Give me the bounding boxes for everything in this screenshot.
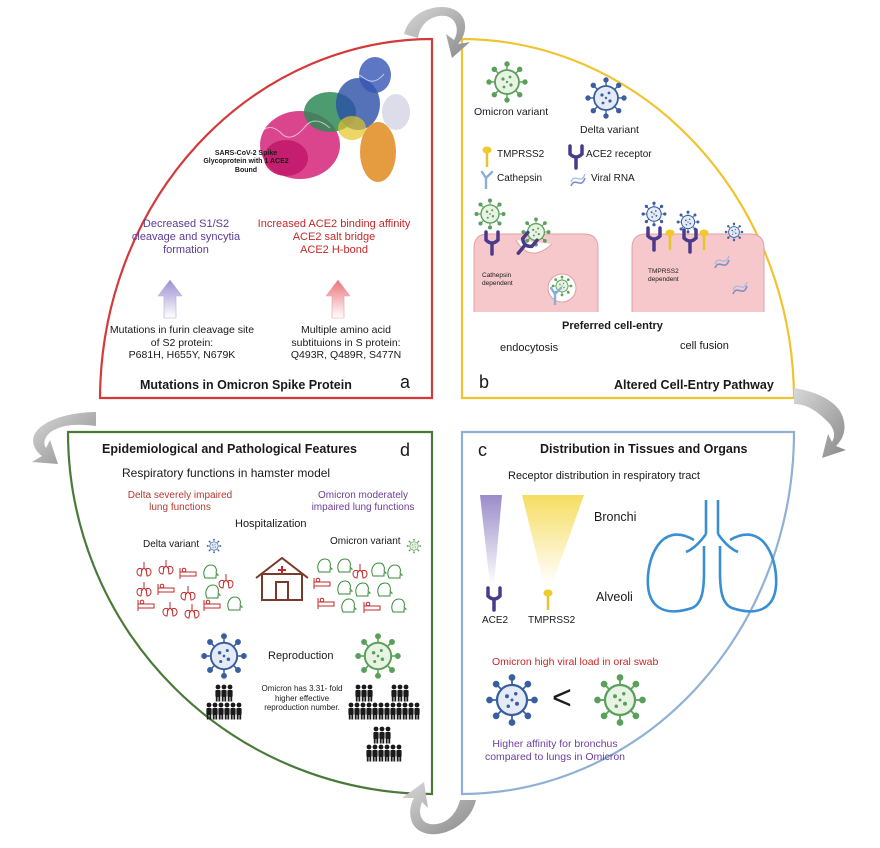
quadrant-b-letter: b: [479, 372, 490, 392]
quadrant-c-title: Distribution in Tissues and Organs: [540, 442, 748, 456]
cycle-arrow-bottom: [402, 782, 476, 835]
omicron-variant-d-label: Omicron variant: [330, 536, 401, 547]
ace2-label: ACE2: [482, 615, 509, 626]
cathepsin-dependent-label: Cathepsin dependent: [482, 272, 513, 287]
cathepsin-legend-icon: [480, 170, 494, 191]
quadrant-a-title: Mutations in Omicron Spike Protein: [140, 378, 352, 392]
reproduction-number-note: Omicron has 3.31- fold higher effective …: [261, 684, 343, 713]
omicron-virus-icon: [486, 61, 528, 103]
preferred-cell-entry-label: Preferred cell-entry: [562, 320, 663, 332]
delta-population-icons: [206, 685, 241, 720]
quadrant-b-frame: [460, 37, 796, 400]
quadrant-b-title: Altered Cell-Entry Pathway: [614, 378, 774, 392]
delta-lung-impact-text: Delta severely impaired lung functions: [127, 490, 233, 513]
cell-fusion-label: cell fusion: [680, 340, 729, 352]
tmprss2-legend-icon: [481, 145, 493, 169]
bronchus-affinity-text: Higher affinity for bronchus compared to…: [484, 738, 626, 763]
furin-mutations-text: Mutations in furin cleavage site of S2 p…: [109, 324, 255, 362]
viral-rna-legend-icon: [570, 173, 586, 187]
cycle-arrow-right: [794, 388, 846, 458]
reproduction-label: Reproduction: [268, 650, 334, 662]
omicron-lung-impact-text: Omicron moderately impaired lung functio…: [311, 490, 415, 513]
omicron-virus-comparison-icon: [593, 673, 647, 727]
hospital-icon: [255, 556, 309, 601]
tmprss2-legend-label: TMPRSS2: [497, 149, 545, 160]
less-than-symbol: <: [552, 679, 572, 717]
omicron-variant-label: Omicron variant: [474, 106, 549, 118]
quadrant-d-frame: [66, 430, 434, 796]
tmprss2-label: TMPRSS2: [528, 615, 576, 626]
delta-virus-comparison-icon: [485, 673, 539, 727]
cycle-arrow-top: [404, 7, 470, 58]
cell-fusion-cell: [631, 233, 765, 312]
quadrant-d-letter: d: [400, 440, 411, 460]
lungs-icon: [646, 500, 778, 613]
alveoli-label: Alveoli: [596, 590, 633, 604]
furin-effect-text: Decreased S1/S2 cleavage and syncytia fo…: [131, 218, 241, 257]
ace2-gradient-wedge: [480, 495, 502, 585]
viral-load-text: Omicron high viral load in oral swab: [492, 656, 659, 668]
quadrant-a-letter: a: [400, 372, 411, 392]
viral-rna-legend-label: Viral RNA: [591, 173, 635, 184]
bronchi-label: Bronchi: [594, 510, 637, 524]
tmprss2-receptor-icon: [542, 588, 554, 612]
ace2-binding-effect-text: Increased ACE2 binding affinity ACE2 sal…: [257, 218, 411, 257]
quadrant-c-letter: c: [478, 440, 487, 460]
delta-reproduction-virus-icon: [201, 633, 247, 679]
delta-small-virus-icon: [206, 538, 222, 554]
right-effect-arrow: [325, 279, 351, 319]
delta-variant-label: Delta variant: [580, 124, 639, 136]
ace2-legend-icon: [568, 144, 584, 170]
tmprss2-gradient-wedge: [522, 495, 584, 585]
quadrant-d-title: Epidemiological and Pathological Feature…: [102, 442, 357, 456]
quadrant-a-frame: [98, 37, 434, 400]
cathepsin-legend-label: Cathepsin: [497, 173, 543, 184]
endocytosis-label: endocytosis: [500, 342, 559, 354]
delta-variant-d-label: Delta variant: [143, 539, 200, 550]
hospitalization-label: Hospitalization: [235, 518, 307, 530]
cycle-arrow-left: [32, 412, 96, 464]
spike-protein-structure: [255, 57, 410, 182]
receptor-distribution-label: Receptor distribution in respiratory tra…: [508, 470, 700, 482]
tmprss2-dependent-label: TMPRSS2 dependent: [648, 268, 679, 283]
hamster-model-label: Respiratory functions in hamster model: [122, 466, 331, 480]
omicron-population-icons: [348, 685, 419, 762]
delta-patient-cluster: [136, 559, 243, 619]
spike-mutations-text: Multiple amino acid subtituions in S pro…: [290, 324, 402, 362]
omicron-reproduction-virus-icon: [355, 633, 401, 679]
left-effect-arrow: [157, 279, 183, 319]
omicron-patient-cluster: [313, 558, 407, 614]
ace2-legend-label: ACE2 receptor: [586, 149, 652, 160]
ace2-receptor-icon: [486, 586, 502, 612]
delta-virus-icon: [585, 77, 627, 119]
protein-caption: SARS-CoV-2 Spike Glycoprotein with 1 ACE…: [203, 150, 289, 174]
quadrant-c-frame: [460, 430, 796, 796]
omicron-small-virus-icon: [406, 538, 422, 554]
